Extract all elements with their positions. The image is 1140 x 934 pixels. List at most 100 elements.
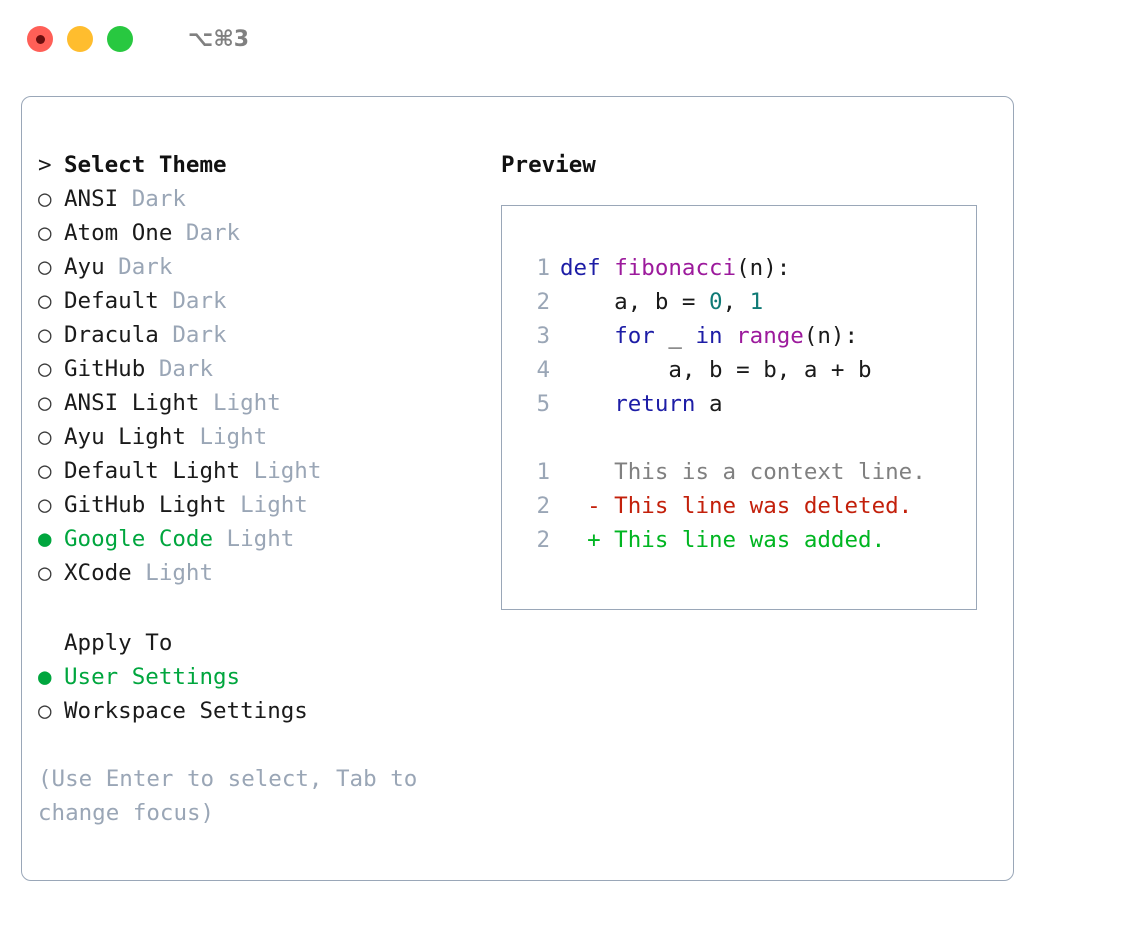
apply-to-list: ●User Settings ○ Workspace Settings: [38, 660, 478, 728]
diff-text: This is a context line.: [600, 459, 926, 485]
radio-unselected-icon[interactable]: ○: [38, 492, 52, 518]
diff-sign: +: [560, 527, 601, 553]
theme-name: Ayu: [64, 254, 105, 280]
theme-picker-column: > Select Theme ○ANSI Dark○Atom One Dark○…: [38, 148, 478, 830]
theme-list-item[interactable]: ○ ANSI Light Light: [38, 386, 478, 420]
theme-variant-badge: Dark: [104, 254, 173, 280]
theme-name: Dracula: [64, 322, 159, 348]
theme-list-item[interactable]: ○Default Dark: [38, 284, 478, 318]
preview-title: Preview: [501, 152, 596, 178]
radio-unselected-icon[interactable]: ○: [38, 458, 52, 484]
theme-name: XCode: [64, 560, 132, 586]
keyboard-shortcut-label: ⌥⌘3: [188, 26, 250, 52]
diff-line: 1 This is a context line.: [524, 455, 976, 489]
apply-to-item[interactable]: ●User Settings: [38, 660, 478, 694]
radio-unselected-icon[interactable]: ○: [38, 220, 52, 246]
theme-variant-badge: Dark: [118, 186, 186, 212]
code-token: a, b =: [560, 289, 710, 315]
apply-to-label: Workspace Settings: [64, 698, 308, 724]
diff-line: 2 + This line was added.: [524, 523, 976, 557]
theme-list-item[interactable]: ○Default Light Light: [38, 454, 478, 488]
diff-line-number: 2: [536, 527, 550, 553]
diff-line-number: 2: [536, 493, 550, 519]
theme-name: ANSI: [64, 186, 119, 212]
theme-name: Google Code: [64, 526, 214, 552]
radio-unselected-icon[interactable]: ○: [38, 424, 52, 450]
apply-to-title: Apply To: [64, 630, 173, 656]
code-line: 4 a, b = b, a + b: [524, 353, 976, 387]
section-spacer: [38, 590, 478, 626]
theme-list-item[interactable]: ● Google Code Light: [38, 522, 478, 556]
theme-list-item[interactable]: ○GitHub Dark: [38, 352, 478, 386]
radio-selected-icon[interactable]: ●: [38, 664, 52, 690]
main-panel: > Select Theme ○ANSI Dark○Atom One Dark○…: [21, 96, 1014, 881]
code-token: a: [695, 391, 723, 417]
theme-name: Ayu Light: [64, 424, 186, 450]
code-line: 5 return a: [524, 387, 976, 421]
code-token: for: [614, 323, 655, 349]
theme-list: ○ ANSI Dark ○ Atom One Dark ○ Ayu Dark ○Defaul…: [38, 182, 478, 590]
diff-sample: 1 This is a context line.2 - This line w…: [524, 455, 976, 557]
theme-variant-badge: Light: [199, 390, 281, 416]
code-token: a, b = b, a + b: [560, 357, 872, 383]
radio-unselected-icon[interactable]: ○: [38, 390, 52, 416]
diff-line-number: 1: [536, 459, 550, 485]
radio-unselected-icon[interactable]: ○: [38, 322, 52, 348]
theme-list-item[interactable]: ○ Ayu Dark: [38, 250, 478, 284]
radio-unselected-icon[interactable]: ○: [38, 560, 52, 586]
theme-variant-badge: Light: [213, 526, 295, 552]
theme-variant-badge: Dark: [172, 220, 241, 246]
code-token: def: [560, 255, 615, 281]
keyboard-hint: (Use Enter to select, Tab to change focu…: [38, 762, 448, 830]
close-button[interactable]: [27, 26, 53, 52]
theme-list-item[interactable]: ○Dracula Dark: [38, 318, 478, 352]
apply-to-spacer-icon: [38, 626, 64, 660]
code-token: 1: [749, 289, 764, 315]
radio-unselected-icon[interactable]: ○: [38, 356, 52, 382]
line-number: 5: [536, 391, 550, 417]
maximize-button[interactable]: [107, 26, 133, 52]
close-icon: [35, 34, 45, 44]
diff-text: This line was deleted.: [600, 493, 913, 519]
code-token: return: [614, 391, 696, 417]
code-line: 1 def fibonacci(n):: [524, 251, 976, 285]
code-token: (n):: [736, 255, 791, 281]
theme-variant-badge: Dark: [145, 356, 214, 382]
code-diff-spacer: [524, 421, 976, 455]
theme-name: ANSI Light: [64, 390, 200, 416]
line-number: 1: [536, 255, 550, 281]
radio-unselected-icon[interactable]: ○: [38, 186, 52, 212]
theme-name: GitHub Light: [64, 492, 227, 518]
theme-name: Atom One: [64, 220, 173, 246]
code-token: (n):: [803, 323, 859, 349]
page-title: Select Theme: [64, 152, 227, 178]
theme-variant-badge: Light: [185, 424, 268, 450]
theme-list-item[interactable]: ○GitHub Light Light: [38, 488, 478, 522]
prompt-caret-icon: >: [38, 152, 52, 178]
theme-list-item[interactable]: ○ Ayu Light Light: [38, 420, 478, 454]
theme-list-item[interactable]: ○ Atom One Dark: [38, 216, 478, 250]
diff-text: This line was added.: [600, 527, 886, 553]
code-token: [560, 319, 614, 353]
radio-unselected-icon[interactable]: ○: [38, 254, 52, 280]
radio-selected-icon[interactable]: ●: [38, 526, 52, 552]
title-bar: ⌥⌘3: [0, 0, 1140, 78]
code-token: [723, 319, 737, 353]
radio-unselected-icon[interactable]: ○: [38, 288, 52, 314]
minimize-button[interactable]: [67, 26, 93, 52]
line-number: 4: [536, 357, 550, 383]
code-line: 2 a, b = 0, 1: [524, 285, 976, 319]
apply-to-title-row: Apply To: [38, 626, 478, 660]
radio-unselected-icon[interactable]: ○: [38, 698, 52, 724]
theme-list-item[interactable]: ○ ANSI Dark: [38, 182, 478, 216]
apply-to-item[interactable]: ○ Workspace Settings: [38, 694, 478, 728]
diff-line: 2 - This line was deleted.: [524, 489, 976, 523]
theme-list-item[interactable]: ○XCode Light: [38, 556, 478, 590]
code-token: ,: [722, 289, 750, 315]
keyboard-hint-line-1: (Use Enter to select, Tab to: [38, 766, 418, 792]
code-token: fibonacci: [614, 255, 737, 281]
